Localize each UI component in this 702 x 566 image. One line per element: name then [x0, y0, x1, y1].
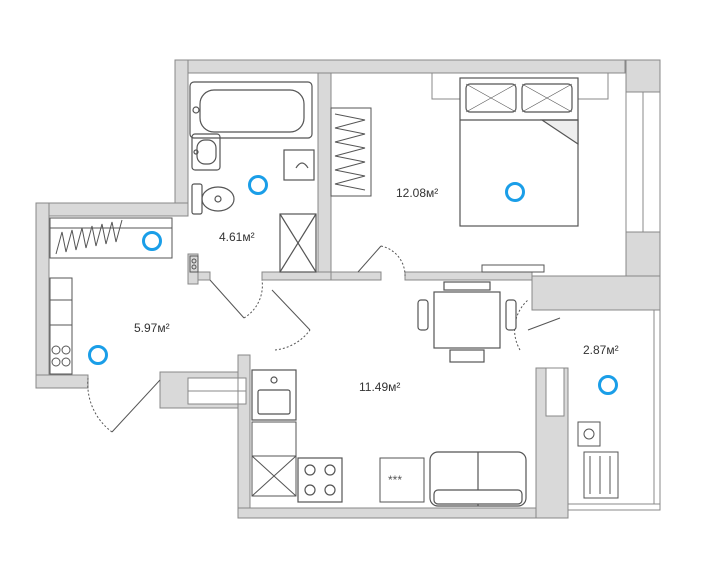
radiator-icon: [189, 255, 199, 273]
door-balcony: [527, 317, 561, 331]
door-entrance: [111, 379, 161, 433]
balcony-chair-icon: [583, 451, 619, 499]
door-kitchen: [271, 289, 311, 331]
info-hotspot-icon-bedroom[interactable]: [505, 182, 525, 202]
windows: [187, 72, 661, 417]
window-balcony: [545, 367, 565, 417]
info-hotspot-icon-hallway[interactable]: [88, 345, 108, 365]
sofa-icon: [429, 451, 527, 507]
kitchen-sink-icon: [251, 369, 297, 421]
info-hotspot-icon-bathroom[interactable]: [248, 175, 268, 195]
wall-bedroom-bottom: [330, 271, 382, 281]
area-label-bedroom: 12.08м²: [396, 186, 439, 200]
wardrobe-icon: [330, 107, 372, 197]
wall-partition-bath-bed: [317, 72, 332, 279]
balcony-table-icon: [577, 421, 601, 447]
area-label-balcony: 2.87м²: [583, 343, 619, 357]
door-bedroom: [357, 245, 382, 273]
wall-kitchen-bottom: [237, 507, 569, 519]
wall-balcony-right: [653, 309, 661, 511]
doors: [87, 245, 561, 433]
shoe-rack: [49, 277, 73, 375]
area-label-kitchen-living: 11.49м²: [359, 380, 401, 394]
dining-table-icon: [417, 281, 517, 363]
wall-balcony-bottom: [567, 503, 661, 511]
info-hotspot-icon-balcony[interactable]: [598, 375, 618, 395]
sink-icon: [191, 133, 221, 171]
washing-machine-icon: [279, 149, 317, 273]
door-bathroom: [209, 279, 245, 319]
bed-icon: [459, 77, 579, 227]
dishwasher-icon: [251, 421, 297, 497]
wall-hallway-left: [35, 202, 50, 389]
wall-bedroom-bottom-right: [404, 271, 533, 281]
wall-hallway-top: [35, 202, 189, 217]
wall-bathroom-left: [174, 59, 189, 211]
hallway-wardrobe: [49, 217, 173, 259]
svg-text:***: ***: [388, 473, 402, 487]
area-label-hallway: 5.97м²: [134, 321, 170, 335]
bedroom-radiator: [481, 264, 545, 273]
wall-hallway-bottom: [35, 374, 89, 389]
wall-bedroom-corner: [531, 275, 661, 311]
area-label-bathroom: 4.61м²: [219, 230, 255, 244]
stove-icon: [297, 457, 343, 503]
info-hotspot-icon-hallway-wardrobe[interactable]: [142, 231, 162, 251]
wall-bathroom-bottom: [261, 271, 333, 281]
bathtub-icon: [189, 81, 313, 139]
wall-top: [174, 59, 626, 74]
outer-outline: [175, 59, 661, 518]
toilet-icon: [191, 183, 235, 215]
cooktop-icon: ***: [379, 457, 425, 503]
